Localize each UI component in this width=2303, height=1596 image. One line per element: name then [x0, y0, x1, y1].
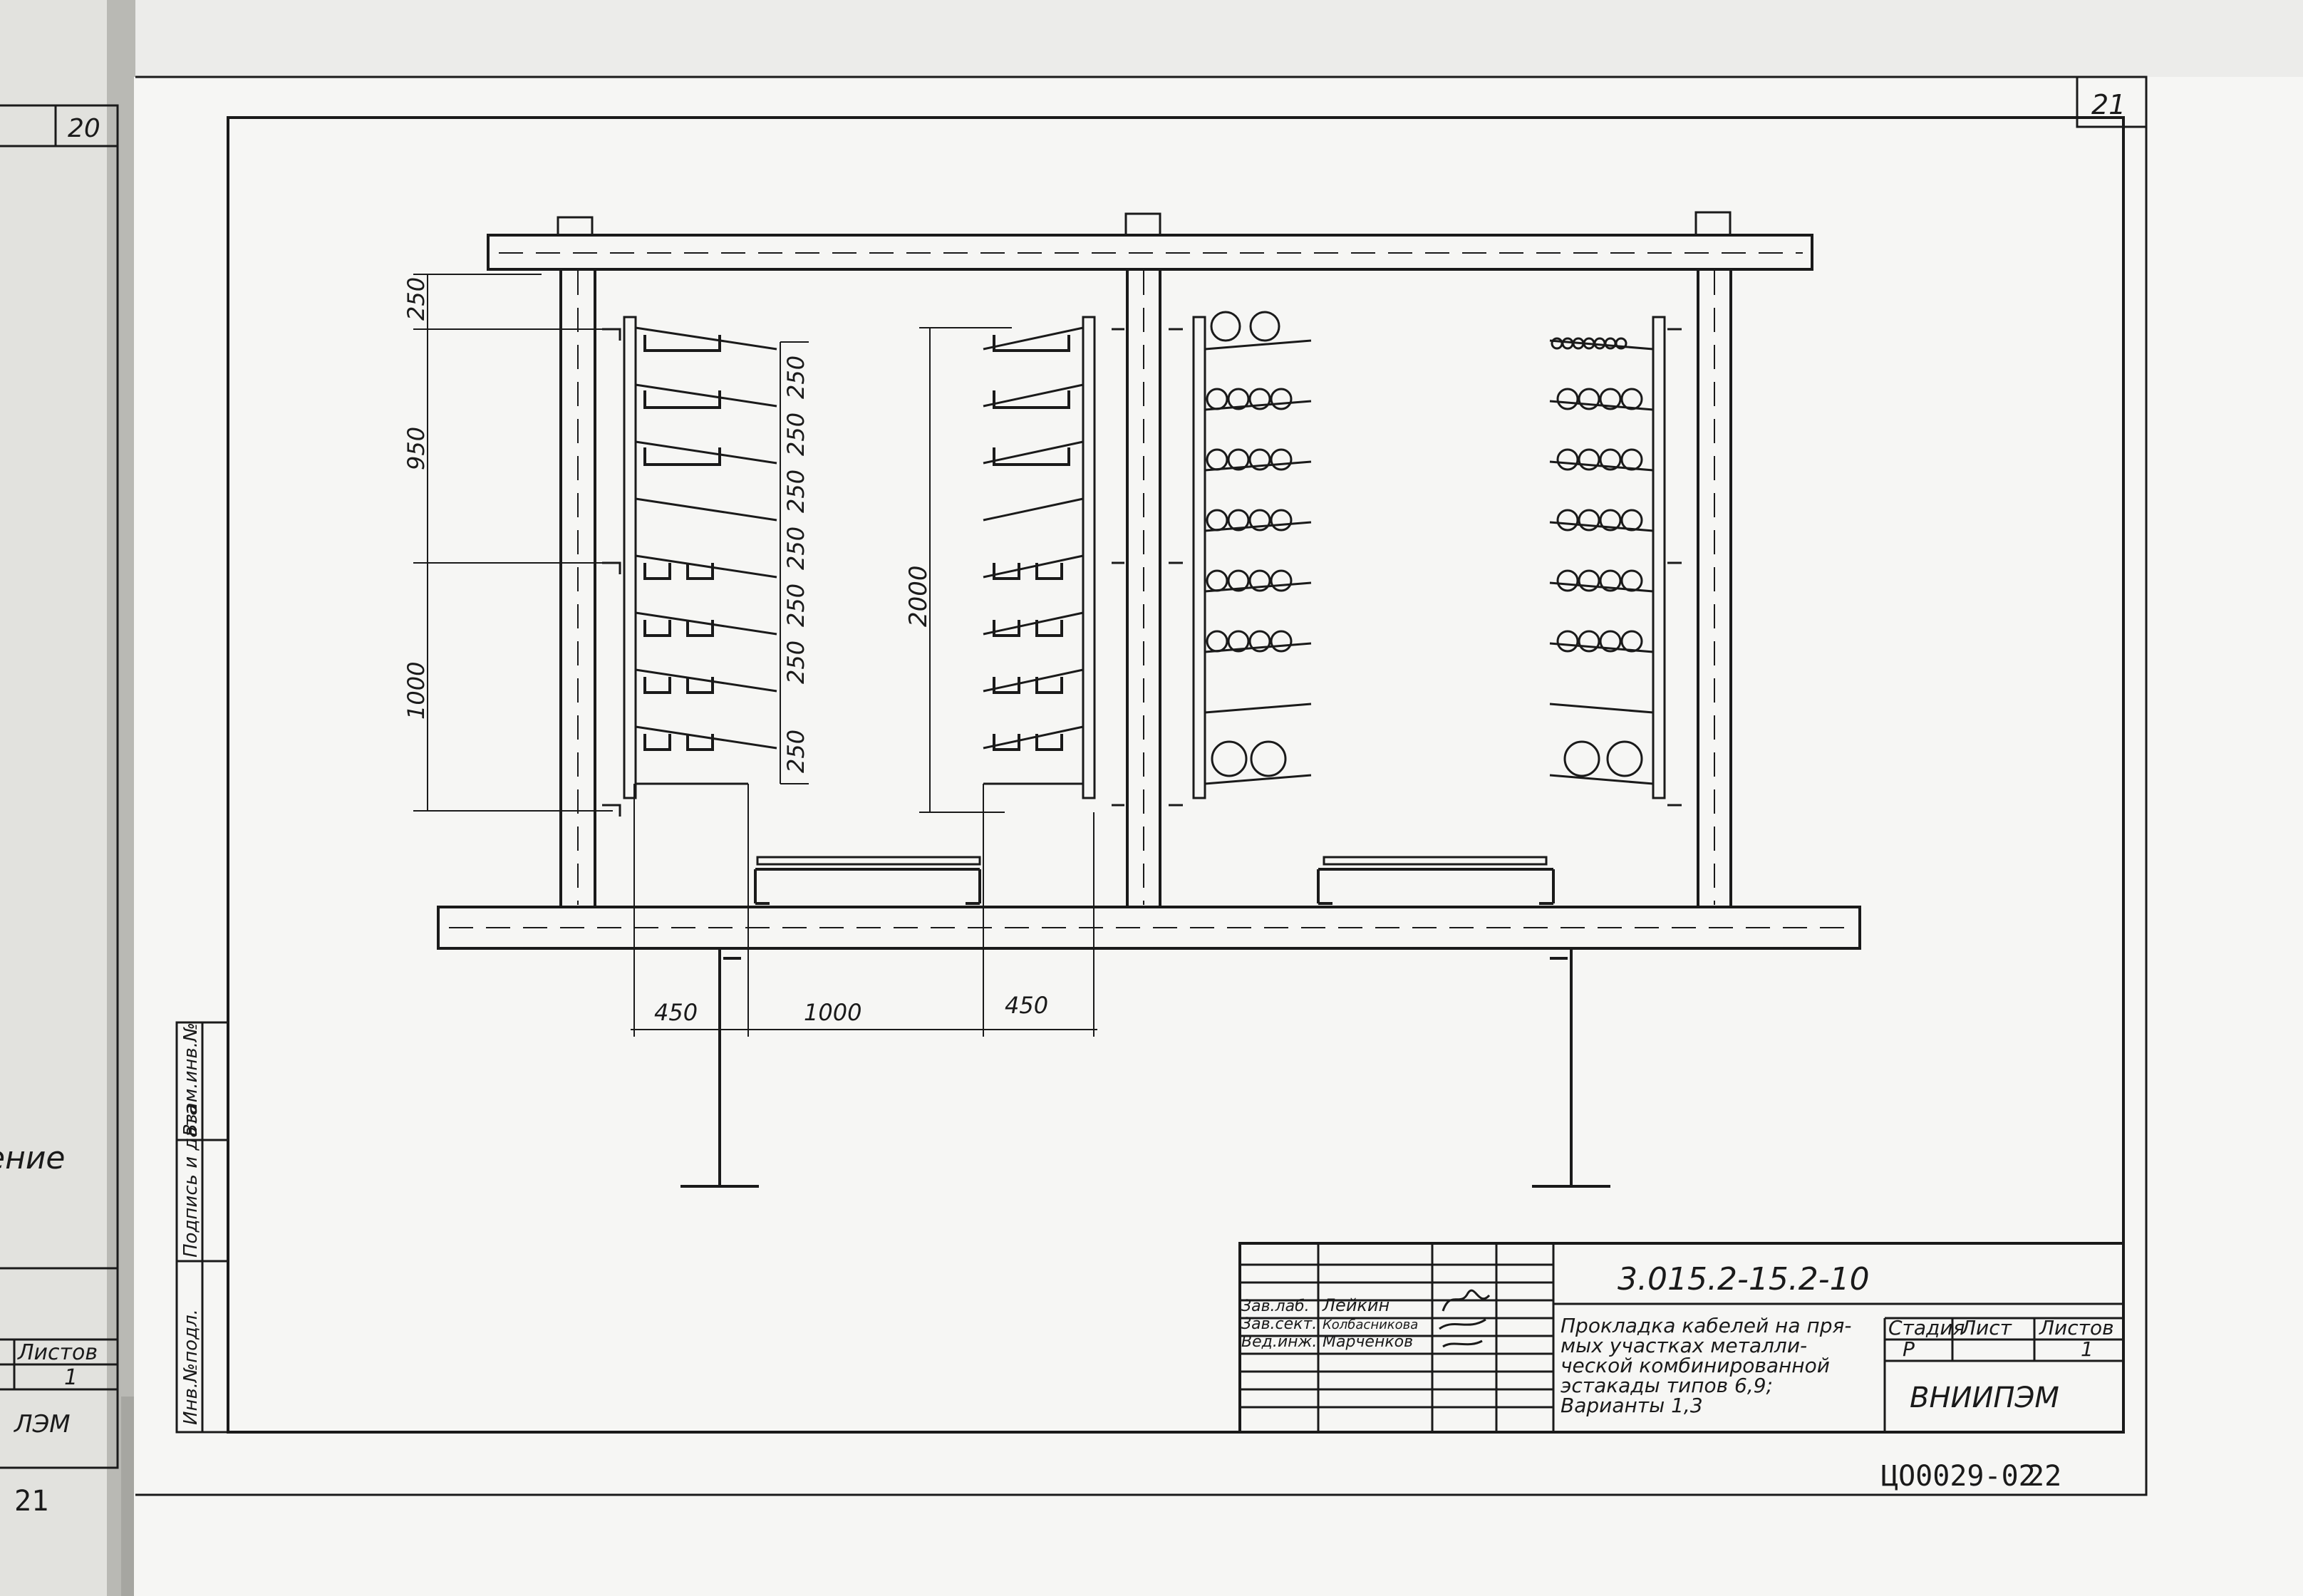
title-line-1: Прокладка кабелей на пря-	[1561, 1314, 1851, 1337]
prev-org-fragment: ЛЭМ	[13, 1410, 71, 1439]
title-line-4: эстакады типов 6,9;	[1561, 1374, 1773, 1397]
dim-450-left: 450	[654, 999, 698, 1026]
side-stamp-inv: Инв.№подл.	[180, 1309, 202, 1425]
prev-bottom-number: 21	[14, 1485, 48, 1518]
rack-d-cables	[1549, 316, 1682, 807]
prev-page-number: 20	[68, 114, 100, 143]
role-3: Вед.инж.	[1241, 1333, 1317, 1351]
handwritten-signatures	[1439, 1289, 1491, 1348]
sheet-frame: 21	[135, 76, 2148, 1496]
sheets-value: 1	[2081, 1337, 2094, 1361]
trestle-structure	[437, 211, 1861, 1188]
rack-c-cables	[1169, 311, 1312, 807]
name-2: Колбасникова	[1323, 1317, 1418, 1332]
side-stamp-signature: Подпись и дата	[180, 1104, 202, 1258]
dim-2000: 2000	[904, 565, 933, 627]
title-line-3: ческой комбинированной	[1561, 1354, 1830, 1377]
dim-250-top: 250	[403, 277, 430, 321]
dim-1000-vertical: 1000	[403, 662, 430, 720]
name-3: Марченков	[1323, 1333, 1413, 1351]
side-stamp-replaced: Взам.инв.№	[180, 1022, 202, 1136]
archive-code: ЦО0029-02	[1881, 1460, 2036, 1493]
side-stamp: Инв.№подл. Подпись и дата Взам.инв.№	[175, 1021, 229, 1434]
dim-shelf-2: 250	[782, 413, 809, 456]
title-line-2: мых участках металли-	[1561, 1334, 1807, 1357]
archive-page: 22	[2027, 1460, 2061, 1493]
dimensions: 250 950 1000 250 250 250 250 250 250 250…	[403, 274, 1097, 1037]
sheets-header: Листов	[2039, 1316, 2114, 1340]
dim-shelf-4: 250	[782, 527, 809, 570]
dim-950: 950	[403, 427, 430, 470]
floor-trays	[754, 856, 1555, 905]
name-1: Лейкин	[1322, 1295, 1389, 1315]
role-2: Зав.сект.	[1241, 1315, 1317, 1333]
prev-sheets-value: 1	[64, 1365, 78, 1390]
title-block: 3.015.2-15.2-10 Прокладка кабелей на пря…	[1238, 1242, 2125, 1434]
rack-a-channels	[602, 316, 777, 817]
bottom-beam	[437, 906, 1861, 950]
current-page	[134, 77, 2303, 1596]
doc-code: 3.015.2-15.2-10	[1618, 1261, 1870, 1297]
rack-b-channels	[983, 316, 1124, 807]
sheet-header: Лист	[1960, 1316, 2012, 1340]
previous-page: 20 ение Листов 1 ЛЭМ 21	[0, 104, 119, 1518]
dim-shelf-3: 250	[782, 470, 809, 513]
dim-shelf-6: 250	[782, 641, 809, 684]
organization: ВНИИПЭМ	[1910, 1382, 2059, 1414]
support-legs	[680, 948, 1610, 1188]
dim-shelf-7: 250	[782, 730, 809, 773]
sheet-page-number: 21	[2091, 89, 2126, 120]
dim-shelf-5: 250	[782, 584, 809, 627]
dim-shelf-1: 250	[782, 356, 809, 399]
dim-450-right: 450	[1005, 992, 1048, 1019]
role-1: Зав.лаб.	[1241, 1297, 1310, 1315]
dim-1000-horizontal: 1000	[804, 999, 861, 1026]
prev-caption-fragment: ение	[0, 1140, 66, 1176]
stage-value: Р	[1903, 1337, 1915, 1361]
binding-shadow	[107, 0, 135, 1596]
prev-sheets-header: Листов	[17, 1340, 98, 1365]
title-line-5: Варианты 1,3	[1561, 1394, 1703, 1417]
stage-header: Стадия	[1888, 1316, 1965, 1340]
previous-page-strip	[0, 0, 118, 1596]
